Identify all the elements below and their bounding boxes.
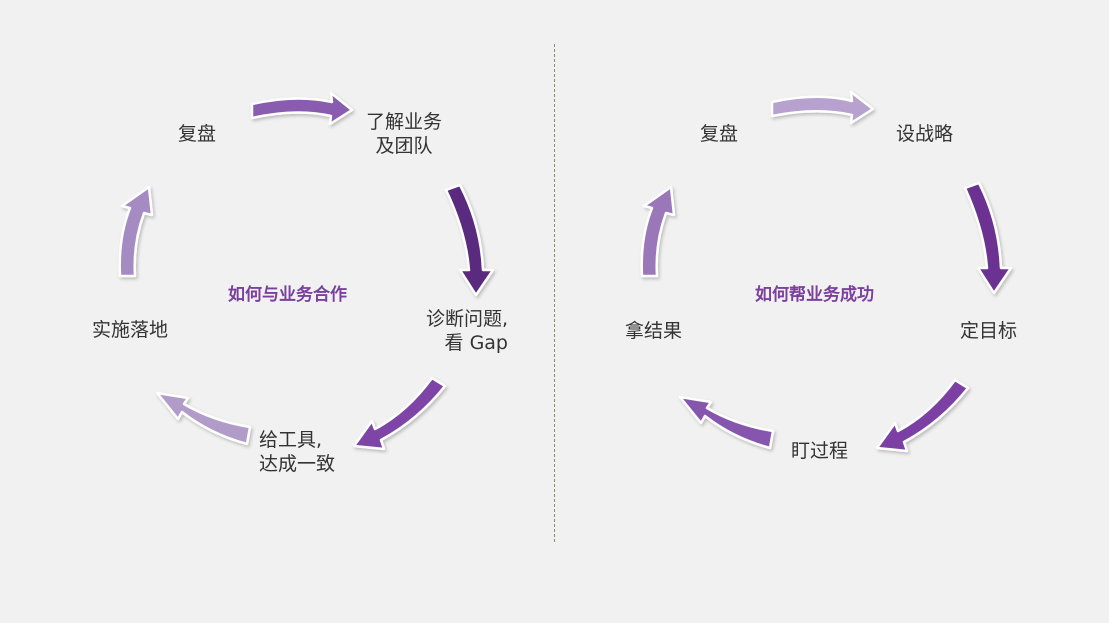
step-line: 达成一致 xyxy=(259,453,336,475)
center-divider xyxy=(554,44,555,542)
cycle-arrow xyxy=(352,376,447,451)
left-cycle-panel: 如何与业务合作 了解业务 及团队 诊断问题, 看 Gap 给工具, 达成一致 实… xyxy=(0,0,554,623)
cycle-arrow xyxy=(678,395,775,450)
cycle-arrow xyxy=(444,183,495,297)
cycle-arrow xyxy=(640,185,676,278)
step-monitor-process: 盯过程 xyxy=(791,439,848,463)
step-diagnose-problem: 诊断问题, 看 Gap xyxy=(400,307,508,355)
step-line: 给工具, xyxy=(259,429,323,451)
step-line: 拿结果 xyxy=(625,320,683,342)
step-line: 实施落地 xyxy=(92,319,169,341)
step-understand-business: 了解业务 及团队 xyxy=(358,110,450,158)
right-cycle-title: 如何帮业务成功 xyxy=(755,285,874,305)
left-cycle-title: 如何与业务合作 xyxy=(228,285,347,305)
step-get-results: 拿结果 xyxy=(625,319,682,343)
step-implement: 实施落地 xyxy=(92,318,168,342)
step-line: 复盘 xyxy=(178,123,217,145)
step-line: 设战略 xyxy=(896,123,954,145)
step-line: 定目标 xyxy=(960,320,1018,342)
step-give-tools: 给工具, 达成一致 xyxy=(259,428,335,476)
step-review: 复盘 xyxy=(700,122,738,146)
right-cycle-arrows xyxy=(640,90,1013,453)
step-set-strategy: 设战略 xyxy=(896,122,953,146)
cycle-arrow xyxy=(770,90,875,125)
cycle-arrow xyxy=(250,91,354,126)
step-review: 复盘 xyxy=(178,122,216,146)
step-line: 复盘 xyxy=(700,123,739,145)
cycle-arrow xyxy=(118,185,154,278)
cycle-arrow xyxy=(155,391,252,446)
step-line: 诊断问题, xyxy=(425,308,508,330)
cycle-arrow xyxy=(875,378,970,453)
cycle-arrow xyxy=(963,181,1013,295)
step-line: 盯过程 xyxy=(791,440,849,462)
step-line: 及团队 xyxy=(375,135,433,157)
step-line: 了解业务 xyxy=(365,111,442,133)
right-cycle-panel: 如何帮业务成功 设战略 定目标 盯过程 拿结果 复盘 xyxy=(555,0,1109,623)
step-set-goals: 定目标 xyxy=(960,319,1017,343)
step-line: 看 Gap xyxy=(444,332,508,354)
left-cycle-arrows xyxy=(118,91,495,451)
